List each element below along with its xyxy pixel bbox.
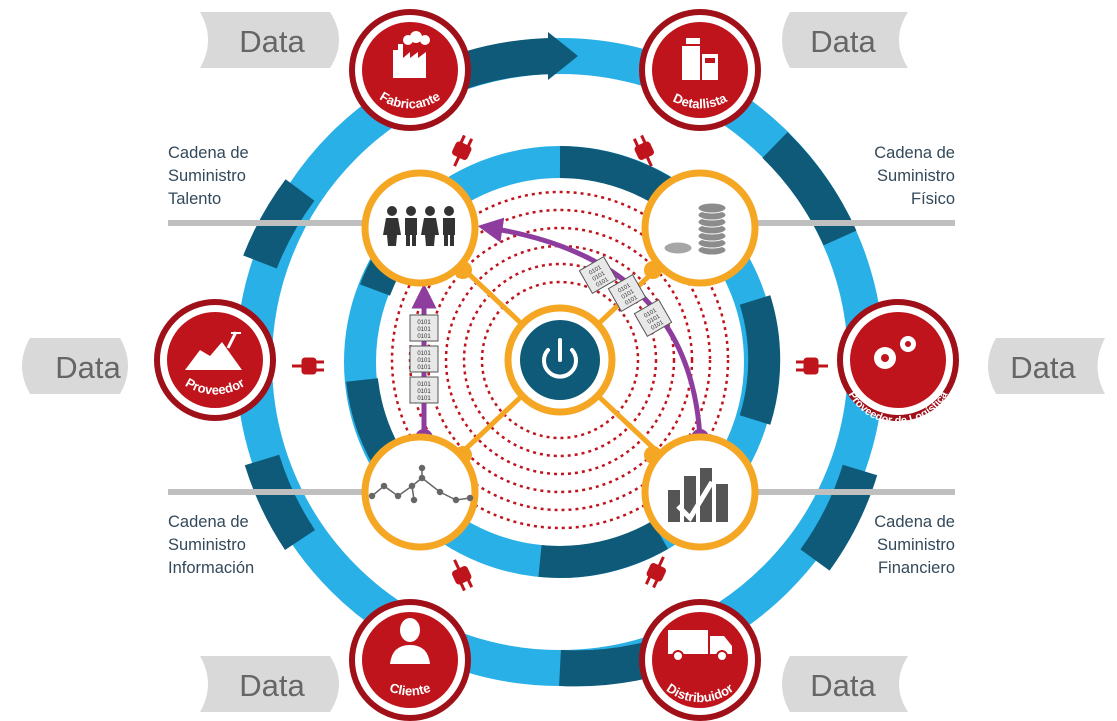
bar-chart-check-icon (668, 468, 728, 523)
svg-text:Cadena de: Cadena de (874, 144, 955, 162)
data-tab-bottom-right: Data (782, 656, 908, 712)
outer-node-label: Detallista (671, 90, 730, 112)
outer-node-label: Proveedor (183, 375, 247, 398)
plug-icon (632, 134, 654, 167)
cash-register-icon (682, 38, 718, 80)
svg-text:Físico: Físico (911, 190, 955, 208)
person-icon (390, 618, 430, 664)
data-tab-middle-left: Data (22, 338, 128, 394)
network-graph-icon (368, 464, 474, 504)
outer-node-detallista: Detallista (639, 9, 761, 131)
outer-node-fabricante: Fabricante (349, 9, 471, 131)
svg-text:Suministro: Suministro (168, 536, 246, 554)
chain-label-talento: Cadena de Suministro Talento (168, 144, 249, 208)
outer-node-label: Fabricante (377, 89, 442, 112)
plug-icon (796, 357, 828, 375)
data-tab-middle-right: Data (988, 338, 1105, 394)
data-tab-label: Data (239, 668, 305, 703)
chain-label-informacion: Cadena de Suministro Información (168, 513, 254, 577)
data-tab-label: Data (810, 668, 876, 703)
svg-text:Suministro: Suministro (168, 167, 246, 185)
plug-icon (644, 556, 666, 589)
truck-icon (668, 630, 732, 662)
plug-icon (292, 357, 324, 375)
mining-icon (185, 331, 242, 370)
data-tab-top-right: Data (782, 12, 908, 68)
talento-icon (383, 206, 455, 246)
chain-label-fisico: Cadena de Suministro Físico (874, 144, 955, 208)
data-tab-bottom-left: Data (200, 656, 339, 712)
inner-node-financiero (641, 433, 759, 551)
svg-text:0101: 0101 (417, 320, 431, 326)
chain-label-financiero: Cadena de Suministro Financiero (874, 513, 955, 577)
factory-icon (393, 31, 430, 78)
inner-node-informacion (361, 433, 479, 551)
data-tab-label: Data (810, 24, 876, 59)
center-power-node (504, 304, 616, 416)
outer-node-proveedor-logistica: Proveedor de Logística (837, 299, 959, 427)
plug-icon (452, 559, 474, 592)
svg-text:0101: 0101 (417, 334, 431, 340)
plug-connectors (292, 134, 828, 592)
outer-node-distribuidor: Distribuidor (639, 599, 761, 721)
inner-node-fisico (641, 169, 759, 287)
plug-icon (452, 134, 474, 167)
outer-node-cliente: Cliente (349, 599, 471, 721)
svg-text:0101: 0101 (417, 382, 431, 388)
svg-text:Suministro: Suministro (877, 167, 955, 185)
data-tab-label: Data (55, 350, 121, 385)
svg-text:Cadena de: Cadena de (874, 513, 955, 531)
data-tab-top-left: Data (200, 12, 339, 68)
svg-text:0101: 0101 (417, 327, 431, 333)
outer-node-proveedor: Proveedor (154, 299, 276, 421)
svg-text:0101: 0101 (417, 351, 431, 357)
svg-text:Suministro: Suministro (877, 536, 955, 554)
data-tab-label: Data (239, 24, 305, 59)
svg-text:Financiero: Financiero (878, 559, 955, 577)
data-tab-label: Data (1010, 350, 1076, 385)
svg-text:Información: Información (168, 559, 254, 577)
svg-text:0101: 0101 (417, 365, 431, 371)
separator-lines (168, 220, 955, 495)
svg-text:Talento: Talento (168, 190, 221, 208)
svg-text:Cadena de: Cadena de (168, 144, 249, 162)
svg-text:0101: 0101 (417, 396, 431, 402)
svg-text:0101: 0101 (417, 389, 431, 395)
power-icon (542, 338, 578, 379)
inner-node-talento (361, 169, 479, 287)
svg-text:0101: 0101 (417, 358, 431, 364)
svg-text:Cadena de: Cadena de (168, 513, 249, 531)
outer-node-label: Cliente (388, 680, 432, 699)
coins-icon (663, 202, 727, 256)
gears-icon (874, 336, 916, 369)
